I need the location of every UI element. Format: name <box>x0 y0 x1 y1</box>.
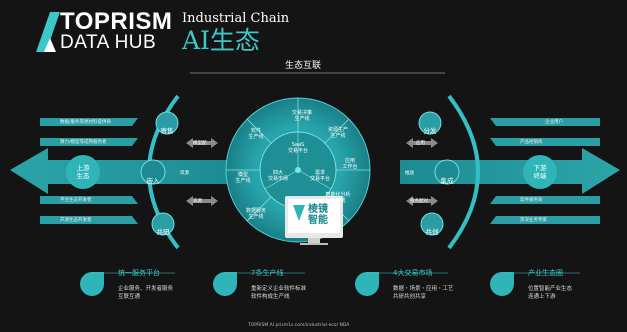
feature-title: 统一服务平台 <box>118 269 160 277</box>
inner-label: 四大 交易市场 <box>267 170 288 182</box>
logo-line2: DATA HUB <box>60 32 157 53</box>
right-bow <box>447 94 480 250</box>
eco-title: 生态互联 <box>285 61 322 71</box>
left-band-arrow <box>10 148 230 194</box>
right-item: 软件服务商 <box>520 198 543 203</box>
right-arrow-label: 推送 <box>405 171 414 176</box>
segment-label: 数据服务 生产线 <box>245 208 266 220</box>
node-distribute-label: 分发 <box>423 127 437 135</box>
right-band-arrow <box>400 148 620 194</box>
bottom-drops <box>80 272 514 296</box>
node-distribute <box>418 111 442 135</box>
right-bars <box>490 118 600 224</box>
segment-label: 智能化分析 生产线 <box>325 192 351 204</box>
left-bars <box>40 118 138 224</box>
right-arrow-label: 服务配对 <box>410 199 428 204</box>
node-consign <box>155 111 179 135</box>
upstream-label: 上游 生态 <box>76 164 90 180</box>
brand-mark-icon <box>293 205 305 221</box>
center-brand: 棱镜 智能 <box>308 204 328 226</box>
inner-label: SaaS 交易平台 <box>287 142 308 154</box>
node-co-research-label: 共研 <box>156 228 170 236</box>
left-arrow-label: 资源 <box>193 199 202 204</box>
downstream-circle <box>523 155 557 189</box>
node-co-create-label: 共创 <box>425 228 439 236</box>
left-item: 开源生态开发者 <box>60 218 92 223</box>
footer: TOPRISM AI prism1s.com/industrial-eco/ N… <box>248 323 350 328</box>
header-subtitle: Industrial Chain <box>182 11 290 26</box>
node-integrate-label: 集成 <box>440 177 454 185</box>
feature-title: 产业生态圈 <box>528 269 563 277</box>
feature-title: 7条生产线 <box>251 269 284 277</box>
logo-line1: TOPRISM <box>60 8 173 35</box>
node-integrate <box>434 159 460 185</box>
node-co-create <box>420 212 444 236</box>
feature-desc: 重新定义企业软件标准 软件构成生产线 <box>251 286 307 300</box>
node-embed <box>140 159 166 185</box>
downstream-label: 下游 终端 <box>533 164 547 180</box>
toprism-logo-icon <box>36 12 60 52</box>
feature-desc: 企业服务、开发者服务 互联互通 <box>118 286 174 300</box>
pivot-dot <box>295 167 301 173</box>
node-embed-label: 嵌入 <box>146 177 160 185</box>
segment-label: 软件 生产线 <box>248 128 264 140</box>
grey-arrows <box>186 138 438 206</box>
right-item: 企业用户 <box>545 120 563 125</box>
feature-title: 4大交易市场 <box>393 269 433 277</box>
left-item: 平台生态开发者 <box>60 198 92 203</box>
left-arrow-label: 资源 <box>180 171 189 176</box>
right-arrow-label: 应用 <box>416 141 425 146</box>
left-arrow-label: 模型配 <box>193 141 207 146</box>
left-item: 数据/服务等原材料提供商 <box>60 120 112 125</box>
right-item: 产品经销商 <box>520 140 543 145</box>
node-co-research <box>151 212 175 236</box>
header-title: AI生态 <box>182 26 260 55</box>
left-item: 算力/模型等成熟服务者 <box>60 140 107 145</box>
feature-desc: 数据・场景・应用・工艺 共研共创共享 <box>393 286 454 300</box>
segment-label: 交易决策 生产线 <box>291 110 312 122</box>
segment-label: 模型 生产线 <box>235 172 251 184</box>
upstream-circle <box>66 155 100 189</box>
inner-label: 需求 交易平台 <box>309 170 330 182</box>
feature-desc: 位置智能产业生态 连通上下游 <box>528 286 573 300</box>
node-consign-label: 寄售 <box>160 127 174 135</box>
inner-dividers <box>264 132 332 190</box>
right-item: 资深业务专家 <box>520 218 547 223</box>
segment-label: 资源生产 生产线 <box>327 127 348 139</box>
segment-label: 应用 工作台 <box>342 158 358 170</box>
